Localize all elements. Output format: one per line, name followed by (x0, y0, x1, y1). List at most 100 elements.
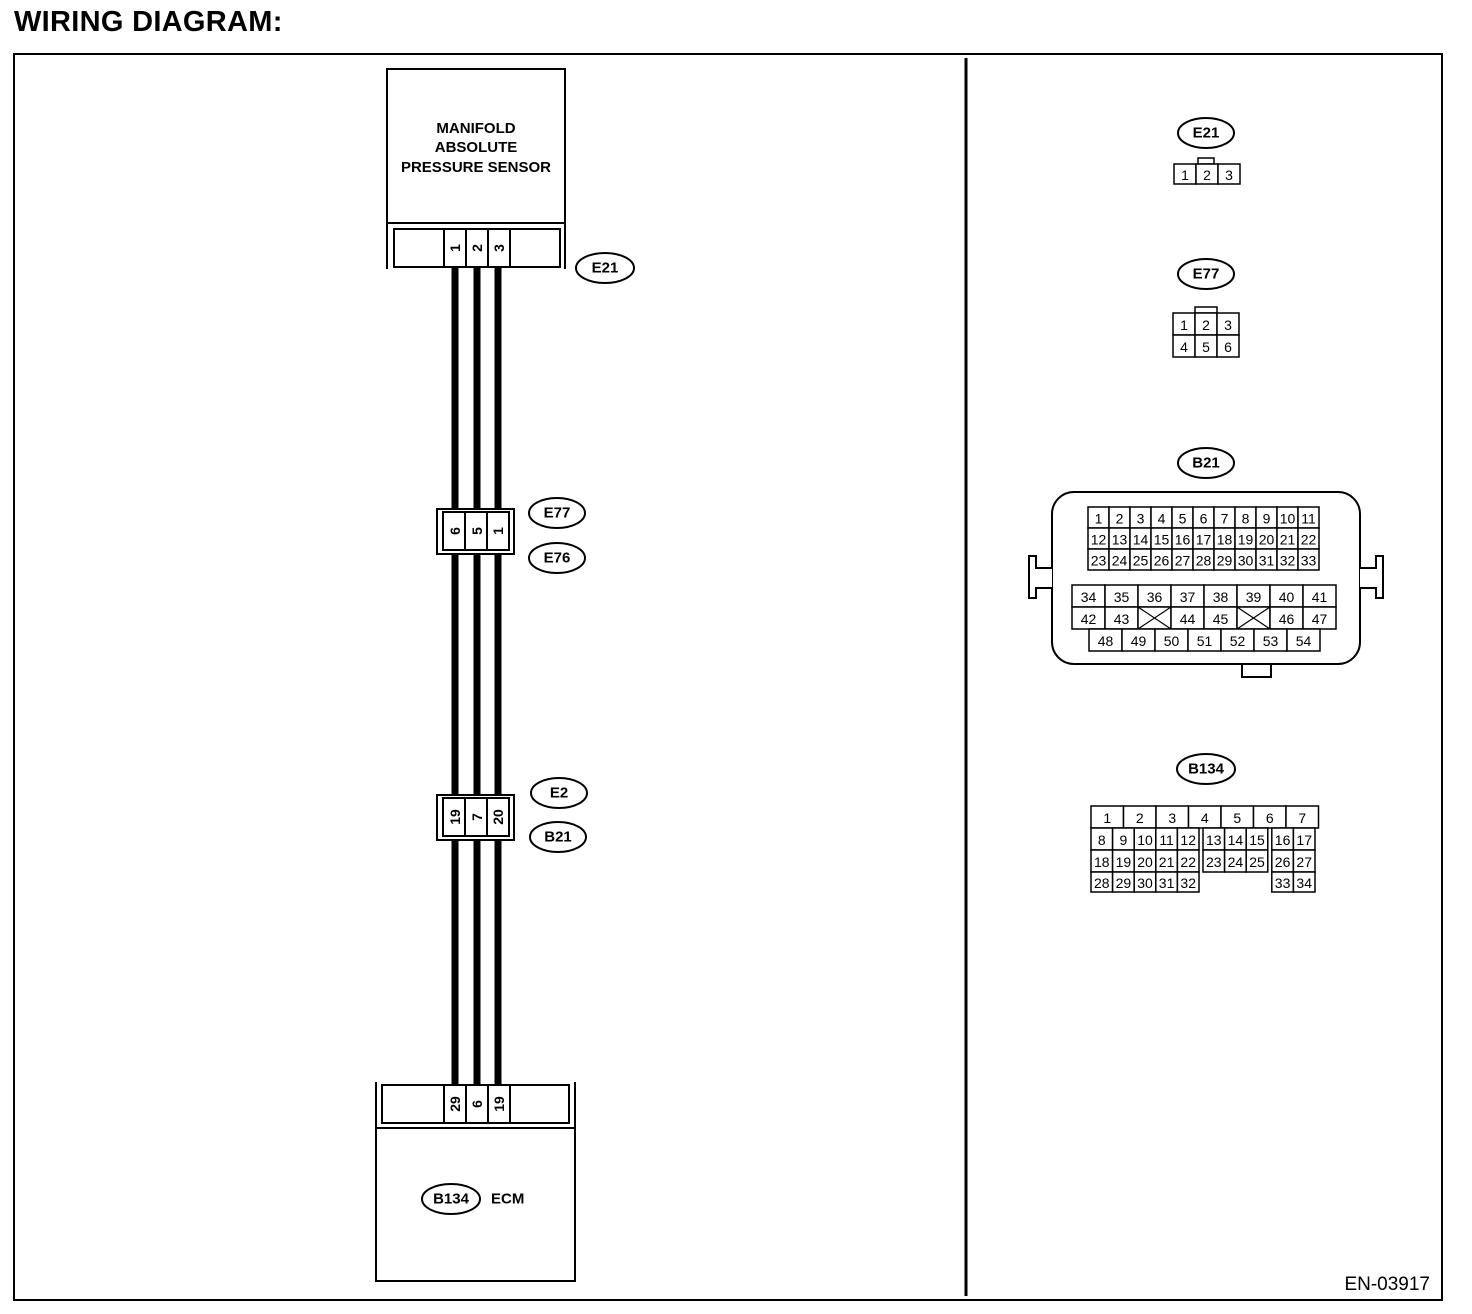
b134-view-pin-24: 24 (1228, 854, 1244, 870)
b21-view-pin-37: 37 (1180, 589, 1196, 605)
b21-view-pin-3: 3 (1137, 511, 1145, 527)
b134-view-pin-8: 8 (1098, 832, 1106, 848)
b134-view-pin-29: 29 (1116, 875, 1132, 891)
b21-view-blank-1-5-blank-mark (1236, 606, 1271, 630)
view-tag-b21: B21 (1177, 447, 1235, 479)
view-tag-b21-text: B21 (1192, 455, 1220, 472)
b21-view-pin-15: 15 (1154, 532, 1170, 548)
b134-view-pin-10: 10 (1137, 832, 1153, 848)
b134-view-pin-25: 25 (1249, 854, 1265, 870)
e21-view-pin-1: 1 (1181, 167, 1189, 183)
connector-tag-e21: E21 (575, 252, 635, 284)
sensor-label-line-2: ABSOLUTE (435, 139, 518, 156)
b21-view-pin-53: 53 (1263, 633, 1279, 649)
b134-view-pin-22: 22 (1180, 854, 1196, 870)
ecm-label: ECM (491, 1191, 524, 1208)
e77-view-pin-2: 2 (1202, 317, 1210, 333)
b134-view-pin-13: 13 (1206, 832, 1222, 848)
view-tag-e21: E21 (1177, 117, 1235, 149)
b134-view-pin-30: 30 (1137, 875, 1153, 891)
e77-view-pin-3: 3 (1224, 317, 1232, 333)
b21-view-pin-1: 1 (1095, 511, 1103, 527)
b21-view-pin-24: 24 (1112, 553, 1128, 569)
b21-view-pin-31: 31 (1259, 553, 1275, 569)
sensor-pin-cell-3 (487, 228, 511, 268)
b21-view-pin-21: 21 (1280, 532, 1296, 548)
b134-view-pin-32-cell (1176, 871, 1200, 893)
b134-view-pin-31: 31 (1159, 875, 1175, 891)
b21-view-blank-1-2-blank-mark (1137, 606, 1172, 630)
connector-tag-e2-text: E2 (550, 785, 568, 802)
view-tag-b134-text: B134 (1188, 761, 1225, 778)
b21-view-pin-10: 10 (1280, 511, 1296, 527)
b134-view-pin-3: 3 (1168, 810, 1176, 826)
b21-view-pin-18: 18 (1217, 532, 1233, 548)
b21-view-pin-39: 39 (1246, 589, 1262, 605)
e21-view-pin-3: 3 (1225, 167, 1233, 183)
b134-view-pin-15: 15 (1249, 832, 1265, 848)
joint-1-pin-1: 6 (447, 527, 463, 535)
b21-view-pin-46: 46 (1279, 611, 1295, 627)
b21-view-pin-6: 6 (1200, 511, 1208, 527)
b21-view-pin-29: 29 (1217, 553, 1233, 569)
b134-view-pin-11: 11 (1159, 832, 1174, 848)
b21-view-pin-33-cell (1297, 548, 1320, 571)
b134-view-pin-7: 7 (1298, 810, 1306, 826)
b134-view-pin-18: 18 (1094, 854, 1110, 870)
connector-tag-b21-text: B21 (544, 829, 572, 846)
b21-view-pin-36: 36 (1147, 589, 1163, 605)
joint-connector-2: 19 7 20 (436, 794, 515, 841)
b134-view-pin-33: 33 (1275, 875, 1291, 891)
b21-view-pin-49: 49 (1131, 633, 1147, 649)
b21-view-pin-54: 54 (1296, 633, 1312, 649)
connector-tag-e77: E77 (528, 497, 586, 529)
b134-view-pin-17: 17 (1296, 832, 1312, 848)
e21-view-pin-2: 2 (1203, 167, 1211, 183)
b21-view-pin-4: 4 (1158, 511, 1166, 527)
view-tag-b134: B134 (1176, 753, 1236, 785)
b134-view-pin-26: 26 (1275, 854, 1291, 870)
b134-view-pin-34: 34 (1296, 875, 1312, 891)
sensor-pin-2: 2 (469, 244, 485, 252)
b21-view-pin-44: 44 (1180, 611, 1196, 627)
b21-view-pin-38: 38 (1213, 589, 1229, 605)
joint-2-inner (442, 797, 510, 837)
b134-view-pin-9: 9 (1120, 832, 1128, 848)
b21-view-pin-52: 52 (1230, 633, 1246, 649)
b134-view-pin-25-cell (1245, 849, 1269, 873)
b134-view-pin-27: 27 (1296, 854, 1312, 870)
e21-view-pin-3-cell (1217, 163, 1241, 185)
joint-1-pin-2: 5 (469, 527, 485, 535)
b21-view-pin-22: 22 (1301, 532, 1317, 548)
b134-view-pin-5: 5 (1233, 810, 1241, 826)
view-tag-e77-text: E77 (1193, 266, 1220, 283)
joint-1-inner (442, 511, 510, 551)
view-tag-e77: E77 (1177, 258, 1235, 290)
wire-harness (451, 267, 502, 1084)
b134-view-pin-20: 20 (1137, 854, 1153, 870)
b21-view-pin-5: 5 (1179, 511, 1187, 527)
b21-view-pin-12: 12 (1091, 532, 1107, 548)
b21-view-pin-33: 33 (1301, 553, 1317, 569)
joint-2-pin-2: 7 (469, 813, 485, 821)
sensor-label-line-1: MANIFOLD (436, 120, 515, 137)
b21-view-pin-47: 47 (1312, 611, 1328, 627)
b21-view-pin-54-cell (1286, 628, 1321, 652)
b21-view-pin-27: 27 (1175, 553, 1191, 569)
b134-view-pin-28: 28 (1094, 875, 1110, 891)
ecm-pin-1: 29 (447, 1096, 463, 1112)
b21-view-pin-7: 7 (1221, 511, 1229, 527)
b21-view-pin-26: 26 (1154, 553, 1170, 569)
b134-view-pin-19: 19 (1116, 854, 1132, 870)
map-sensor: MANIFOLD ABSOLUTE PRESSURE SENSOR 1 2 3 (386, 68, 566, 269)
diagram-frame (13, 53, 1443, 1301)
sensor-pin-3: 3 (491, 244, 507, 252)
b21-view-pin-48: 48 (1098, 633, 1114, 649)
sensor-box (386, 68, 566, 224)
b21-view-pin-16: 16 (1175, 532, 1191, 548)
e77-view-pin-6-cell (1216, 334, 1240, 358)
ecm-tag-b134: B134 (433, 1191, 470, 1208)
